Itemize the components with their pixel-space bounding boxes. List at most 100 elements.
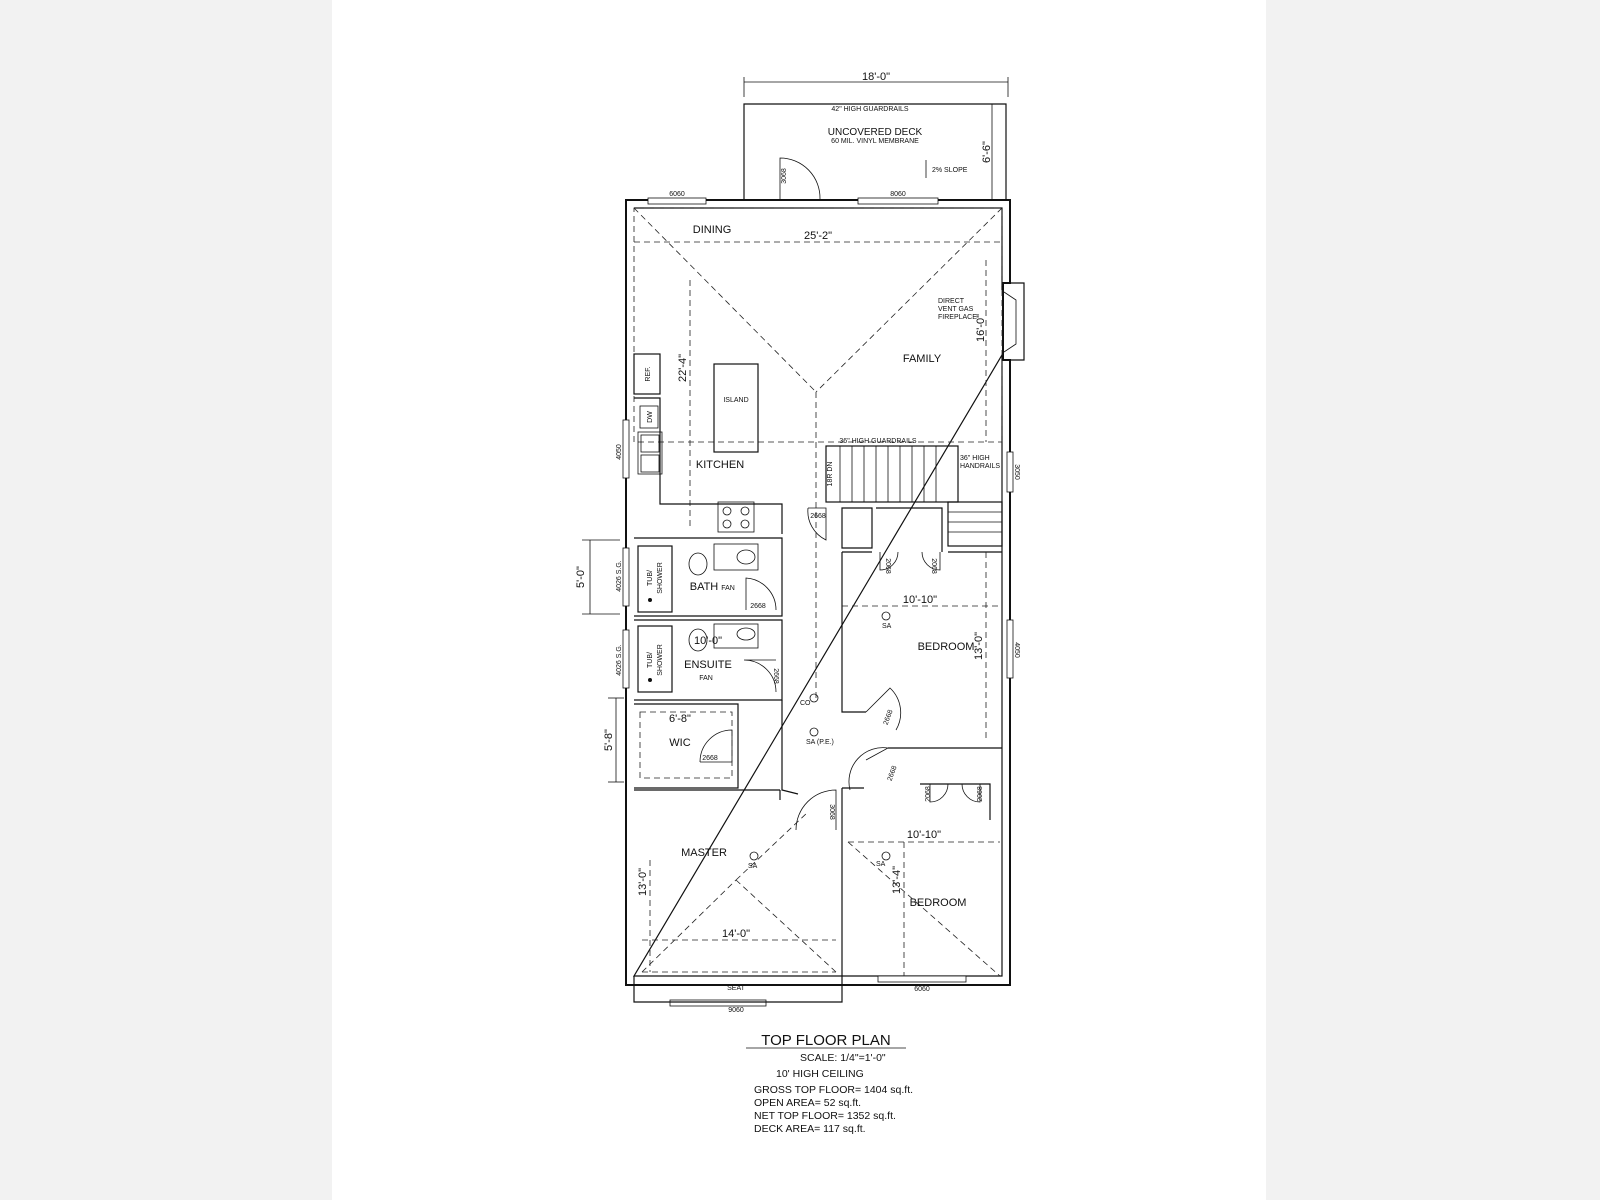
door-label: 2668	[702, 755, 718, 762]
drain	[648, 598, 652, 602]
tub-label-1: TUB/	[647, 570, 654, 586]
fireplace-box	[1003, 282, 1025, 361]
bedroom1-wall	[841, 551, 1002, 713]
room-label-ensuite: ENSUITE	[684, 659, 732, 671]
burner	[740, 506, 750, 516]
kitchen-island	[713, 363, 759, 453]
family-depth-dimension: 16'-0"	[975, 314, 987, 342]
kitchen-counter-left	[634, 397, 783, 534]
deck-guardrails-label: 42" HIGH GUARDRAILS	[831, 106, 909, 113]
island-label: ISLAND	[723, 397, 748, 404]
smoke-alarm-label: SA	[876, 861, 886, 868]
hip-line	[641, 879, 737, 973]
bedroom1-width-dimension: 10'-10"	[903, 594, 937, 606]
room-label-wic: WIC	[669, 737, 690, 749]
smoke-alarm-icon	[749, 851, 759, 861]
door-label: 2068	[925, 786, 932, 802]
closet-shelf	[639, 711, 733, 779]
window-9060	[669, 999, 767, 1007]
smoke-alarm-label: SA (P.E.)	[806, 739, 834, 746]
window-label: 4050	[1013, 642, 1020, 658]
window-label: 8060	[890, 191, 906, 198]
toilet	[688, 552, 708, 576]
master-depth-dimension: 13'-0"	[637, 868, 649, 896]
handrails-label-1: 36" HIGH	[960, 455, 990, 462]
room-label-family: FAMILY	[903, 353, 942, 365]
door-label: 2668	[750, 603, 766, 610]
drain	[648, 678, 652, 682]
burner	[722, 519, 732, 529]
bedroom1-depth-dimension: 13'-0"	[973, 632, 985, 660]
ridge-line	[735, 811, 809, 881]
exterior-dimensions: 5'-0" 5'-8"	[575, 539, 624, 783]
window-label: 4026 S.G.	[616, 644, 623, 676]
fireplace-label-2: VENT GAS	[938, 306, 974, 313]
bathtub	[637, 625, 673, 693]
window-label: 6060	[914, 986, 930, 993]
door-label: 2668	[810, 513, 826, 520]
deck-area: 18'-0" 42" HIGH GUARDRAILS UNCOVERED DEC…	[743, 71, 1009, 200]
window-8060-top	[857, 197, 939, 205]
bathroom: TUB/ SHOWER BATH FAN	[637, 543, 759, 613]
bedroom-1: 10'-10" BEDROOM 13'-0" SA	[842, 552, 1002, 740]
deck-door-swing	[779, 157, 821, 200]
room-label-bedroom-2: BEDROOM	[910, 897, 967, 909]
net-area-label: NET TOP FLOOR= 1352 sq.ft.	[754, 1110, 896, 1122]
ensuite: TUB/ SHOWER 10'-0" ENSUITE FAN	[637, 623, 759, 693]
interior-walls	[634, 507, 1002, 976]
plan-title: TOP FLOOR PLAN	[761, 1032, 891, 1049]
door-label: 3068	[828, 804, 835, 820]
guardrails-label: 36" HIGH GUARDRAILS	[839, 438, 917, 445]
refrigerator	[633, 353, 661, 395]
hip-line	[633, 207, 817, 393]
bedroom2-width-dimension: 10'-10"	[907, 829, 941, 841]
door-label: 2068	[884, 558, 891, 574]
window-4050-bedroom	[1006, 619, 1014, 679]
hip-line	[847, 841, 1001, 977]
window-label: 4026 S.G.	[616, 560, 623, 592]
dishwasher-label: DW	[647, 411, 654, 423]
wic-depth-dimension: 5'-8"	[603, 729, 615, 751]
door-label: 2668	[772, 668, 779, 684]
ceiling-label: 10' HIGH CEILING	[776, 1068, 864, 1080]
scale-label: SCALE: 1/4"=1'-0"	[800, 1052, 886, 1064]
room-label-dining: DINING	[693, 224, 732, 236]
door-label: 2068	[930, 558, 937, 574]
tub-label-1: TUB/	[647, 652, 654, 668]
window-label: 9060	[728, 1007, 744, 1014]
handrails-label-2: HANDRAILS	[960, 463, 1000, 470]
room-label-bedroom-1: BEDROOM	[918, 641, 975, 653]
ensuite-wall	[634, 619, 783, 701]
sink	[736, 627, 756, 641]
kitchen-depth-dimension: 22'-4"	[677, 354, 689, 382]
deck-outline	[743, 103, 1007, 199]
burner	[722, 506, 732, 516]
smoke-alarm-icon	[881, 611, 891, 621]
bedroom2-closet-wall	[920, 783, 991, 820]
bathtub	[637, 545, 673, 613]
window-4026-bath	[622, 547, 630, 607]
hall-wall-left	[781, 700, 799, 795]
ceiling-lines-great-room	[633, 207, 1003, 700]
bedroom2-door-swing	[848, 747, 890, 791]
co-detector-label: CO	[800, 700, 811, 707]
door-label: 2668	[887, 765, 899, 782]
dining-width-dimension: 25'-2"	[804, 230, 832, 242]
wic-width-dimension: 6'-8"	[669, 713, 691, 725]
kitchen: REF. DW ISLAND KITCHEN	[633, 353, 783, 534]
bifold-door	[961, 783, 981, 803]
bedroom1-closet-wall	[876, 507, 943, 552]
smoke-alarm-icon	[809, 727, 819, 737]
sink-bowl	[640, 434, 660, 453]
fireplace-label-1: DIRECT	[938, 298, 965, 305]
vanity	[713, 543, 759, 571]
open-area-label: OPEN AREA= 52 sq.ft.	[754, 1097, 861, 1109]
master-bay-seat	[633, 976, 843, 1003]
bedroom2-depth-dimension: 13'-4"	[891, 866, 903, 894]
stair-run-upper	[825, 445, 959, 503]
room-label-master: MASTER	[681, 847, 727, 859]
smoke-alarm-icon	[881, 851, 891, 861]
ceiling-outline	[633, 207, 1003, 443]
stair-run-lower	[947, 501, 1003, 547]
